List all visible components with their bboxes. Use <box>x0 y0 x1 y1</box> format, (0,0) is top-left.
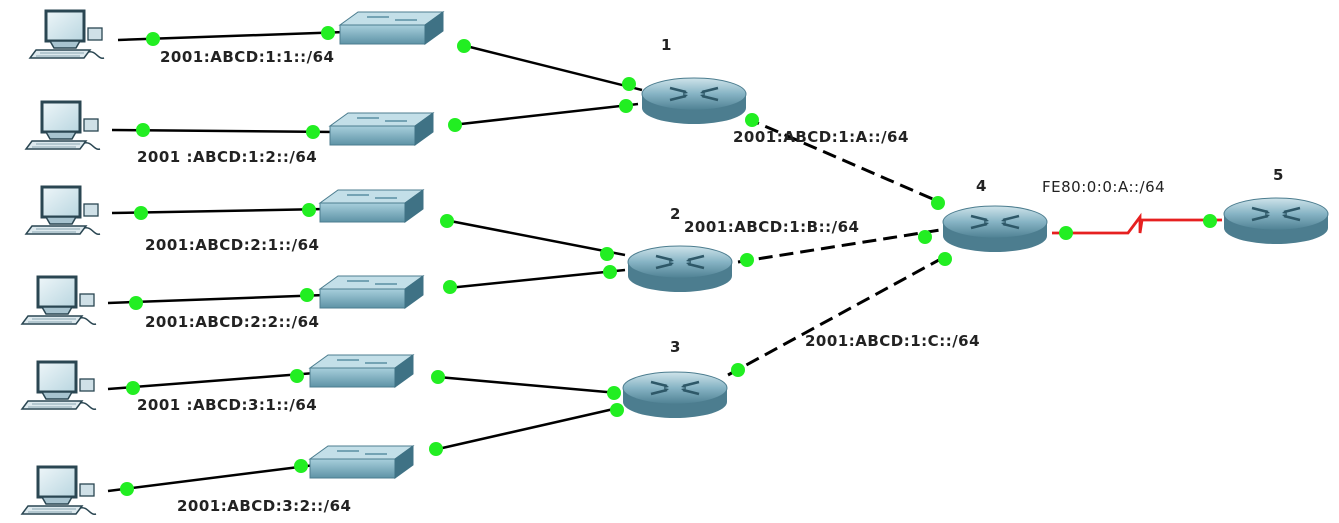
switch-3[interactable] <box>319 189 424 223</box>
router-2[interactable] <box>626 244 734 294</box>
pc-1[interactable] <box>28 9 106 60</box>
subnet-label-lan-3-1: 2001 :ABCD:3:1::/64 <box>137 396 318 414</box>
pc-3[interactable] <box>24 185 102 236</box>
link-router2-router4 <box>737 228 941 264</box>
subnet-label-lan-1-2: 2001 :ABCD:1:2::/64 <box>137 148 318 166</box>
router-3[interactable] <box>621 370 729 420</box>
subnet-label-lan-2-2: 2001:ABCD:2:2::/64 <box>145 313 320 331</box>
link-switch4-router2 <box>447 268 626 290</box>
router-5-label: 5 <box>1273 166 1284 184</box>
subnet-label-link-2-4: 2001:ABCD:1:B::/64 <box>684 218 860 236</box>
router-3-label: 3 <box>670 338 681 356</box>
link-switch2-router1 <box>451 102 639 127</box>
router-4[interactable] <box>941 204 1049 254</box>
router-4-label: 4 <box>976 177 987 195</box>
link-switch5-router3 <box>437 375 619 395</box>
router-5[interactable] <box>1222 196 1330 246</box>
pc-2[interactable] <box>24 100 102 151</box>
link-pc5-switch5 <box>107 371 316 391</box>
switch-6[interactable] <box>309 445 414 479</box>
pc-4[interactable] <box>20 275 98 326</box>
subnet-label-link-3-4: 2001:ABCD:1:C::/64 <box>805 332 981 350</box>
switch-1[interactable] <box>339 11 444 45</box>
link-router4-router5-serial <box>1052 212 1222 235</box>
switch-4[interactable] <box>319 275 424 309</box>
subnet-label-lan-3-2: 2001:ABCD:3:2::/64 <box>177 497 352 515</box>
subnet-label-link-1-4: 2001:ABCD:1:A::/64 <box>733 128 909 146</box>
link-endpoint-dots <box>120 26 1217 496</box>
switch-5[interactable] <box>309 354 414 388</box>
switch-2[interactable] <box>329 112 434 146</box>
router-1[interactable] <box>640 76 748 126</box>
router-2-label: 2 <box>670 205 681 223</box>
pc-5[interactable] <box>20 360 98 411</box>
subnet-label-link-4-5: FE80:0:0:A::/64 <box>1042 178 1166 196</box>
link-router1-router4 <box>745 116 943 205</box>
router-1-label: 1 <box>661 36 672 54</box>
link-switch1-router1 <box>461 43 643 92</box>
link-switch3-router2 <box>444 218 626 257</box>
link-pc4-switch4 <box>107 293 326 305</box>
subnet-label-lan-1-1: 2001:ABCD:1:1::/64 <box>160 48 335 66</box>
link-pc6-switch6 <box>107 463 316 493</box>
link-switch6-router3 <box>437 406 619 451</box>
pc-6[interactable] <box>20 465 98 516</box>
subnet-label-lan-2-1: 2001:ABCD:2:1::/64 <box>145 236 320 254</box>
link-router3-router4 <box>727 253 949 377</box>
